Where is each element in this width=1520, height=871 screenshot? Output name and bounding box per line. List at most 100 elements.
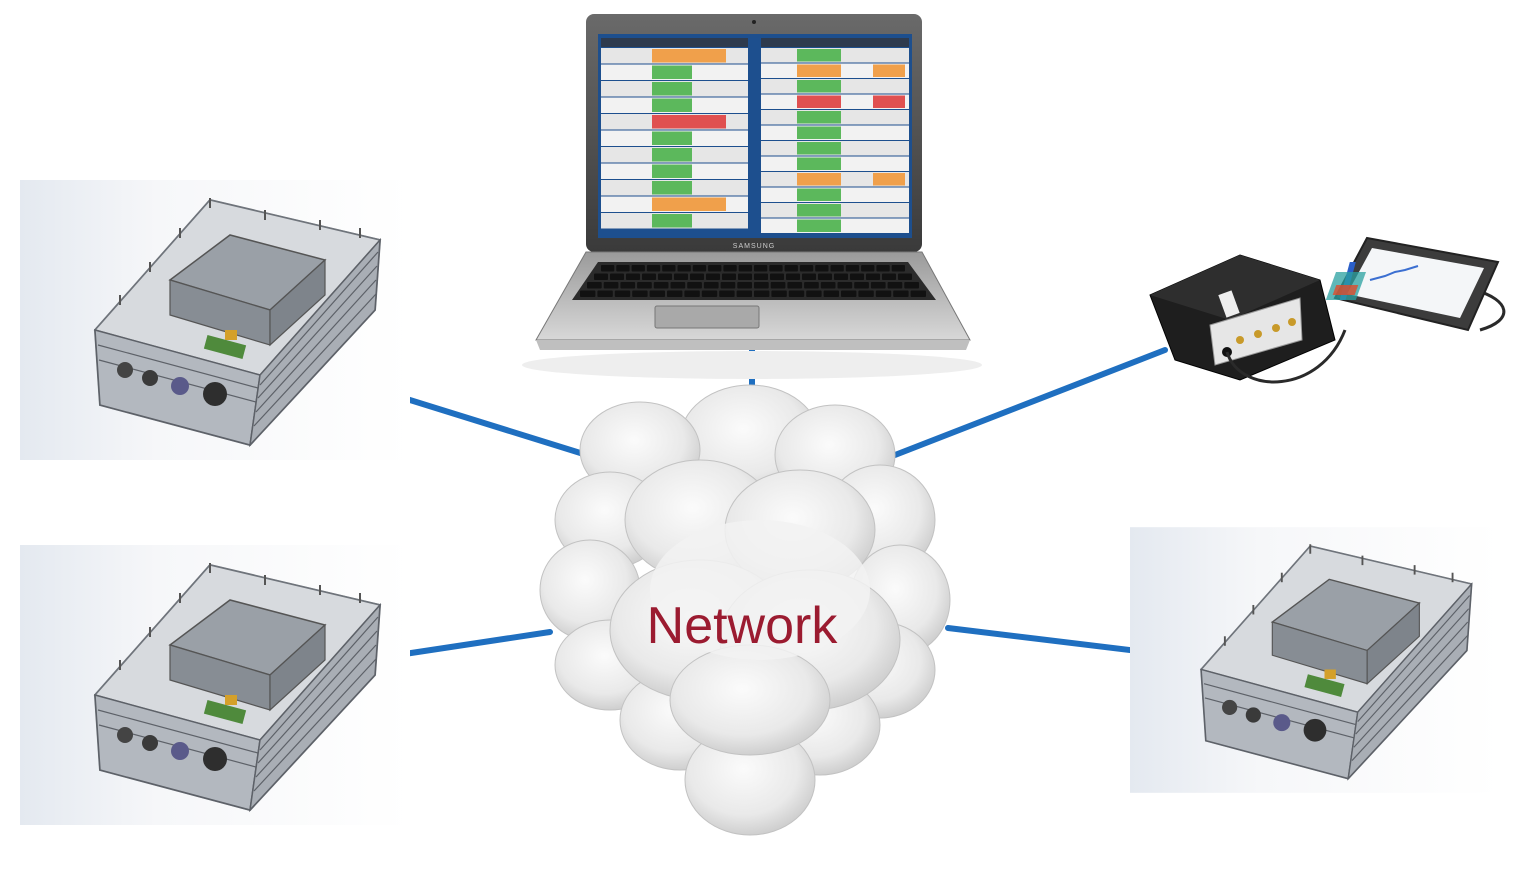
keyboard-key: [719, 290, 735, 297]
keyboard-key: [620, 282, 636, 289]
screen-status-cell: [797, 142, 841, 155]
screen-status-cell: [652, 148, 692, 162]
sensor-node-right: [1130, 526, 1500, 794]
screen-status-cell: [652, 214, 692, 228]
screen-status-cell: [797, 95, 841, 108]
keyboard-key: [601, 265, 615, 272]
keyboard-key: [720, 282, 736, 289]
keyboard-key: [787, 282, 803, 289]
keyboard-key: [646, 265, 661, 272]
sensor-node-top-left: [20, 180, 410, 460]
keyboard-key: [769, 265, 783, 272]
screen-status-cell: [652, 49, 692, 63]
screen-status-cell: [652, 164, 692, 178]
keyboard-key: [737, 282, 752, 289]
screen-status-cell: [797, 157, 841, 170]
keyboard-key: [708, 265, 722, 272]
screen-status-cell: [797, 64, 841, 77]
keyboard-key: [738, 265, 752, 272]
keyboard-key: [786, 273, 800, 280]
keyboard-key: [653, 282, 669, 289]
keyboard-key: [754, 265, 768, 272]
keyboard-key: [834, 273, 848, 280]
keyboard-key: [854, 282, 869, 289]
keyboard-key: [861, 265, 875, 272]
screen-status-cell: [797, 49, 841, 62]
keyboard-key: [603, 282, 619, 289]
keyboard-key: [610, 273, 624, 280]
keyboard-key: [875, 290, 892, 297]
keyboard-key: [815, 265, 829, 272]
screen-status-cell: [797, 126, 841, 139]
keyboard-key: [706, 273, 720, 280]
screen-status-cell: [797, 204, 841, 217]
keyboard-key: [723, 265, 737, 272]
keyboard-key: [692, 265, 707, 272]
keyboard-key: [841, 290, 857, 297]
keyboard-key: [845, 265, 860, 272]
laptop-keyboard: [580, 265, 926, 297]
screen-status-cell: [652, 98, 692, 112]
keyboard-key: [736, 290, 752, 297]
keyboard-key: [850, 273, 864, 280]
keyboard-key: [866, 273, 880, 280]
keyboard-key: [738, 273, 752, 280]
keyboard-key: [830, 265, 844, 272]
keyboard-key: [799, 265, 814, 272]
keyboard-key: [722, 273, 736, 280]
keyboard-key: [594, 273, 608, 280]
keyboard-key: [770, 282, 786, 289]
screen-status-cell: [652, 115, 692, 129]
network-label: Network: [647, 597, 839, 655]
keyboard-key: [887, 282, 903, 289]
keyboard-key: [876, 265, 890, 272]
keyboard-key: [891, 265, 905, 272]
keyboard-key: [632, 290, 648, 297]
keyboard-key: [771, 290, 787, 297]
screen-status-cell: [652, 65, 692, 79]
screen-status-cell: [692, 115, 726, 129]
screen-status-cell: [797, 188, 841, 201]
screen-status-cell: [692, 49, 726, 63]
keyboard-key: [687, 282, 702, 289]
keyboard-key: [703, 282, 719, 289]
screen-status-cell: [797, 219, 841, 232]
keyboard-key: [898, 273, 912, 280]
keyboard-key: [670, 282, 686, 289]
keyboard-key: [788, 290, 805, 297]
spectrum-analyzer-tablet: [1149, 236, 1506, 384]
screen-status-cell: [797, 111, 841, 124]
screen-table-header: [761, 38, 909, 47]
keyboard-key: [631, 265, 645, 272]
keyboard-key: [882, 273, 896, 280]
network-cloud: [539, 384, 951, 836]
screen-status-cell: [873, 173, 905, 186]
keyboard-key: [820, 282, 836, 289]
keyboard-key: [674, 273, 688, 280]
keyboard-key: [626, 273, 640, 280]
screen-status-cell: [873, 64, 905, 77]
keyboard-key: [701, 290, 718, 297]
screen-status-cell: [652, 197, 692, 211]
keyboard-key: [677, 265, 691, 272]
keyboard-key: [806, 290, 822, 297]
screen-status-cell: [652, 181, 692, 195]
keyboard-key: [754, 282, 769, 289]
keyboard-key: [893, 290, 909, 297]
laptop-screen: [601, 38, 909, 233]
screen-status-cell: [652, 131, 692, 145]
keyboard-key: [858, 290, 874, 297]
keyboard-key: [870, 282, 886, 289]
keyboard-key: [587, 282, 602, 289]
keyboard-key: [580, 290, 596, 297]
laptop-brand-label: SAMSUNG: [733, 243, 775, 250]
keyboard-key: [637, 282, 652, 289]
screen-table-header: [601, 38, 748, 47]
keyboard-key: [754, 273, 768, 280]
keyboard-key: [662, 265, 676, 272]
keyboard-key: [658, 273, 672, 280]
keyboard-key: [904, 282, 919, 289]
keyboard-key: [667, 290, 683, 297]
keyboard-key: [802, 273, 816, 280]
link-analyzer: [892, 347, 1168, 458]
